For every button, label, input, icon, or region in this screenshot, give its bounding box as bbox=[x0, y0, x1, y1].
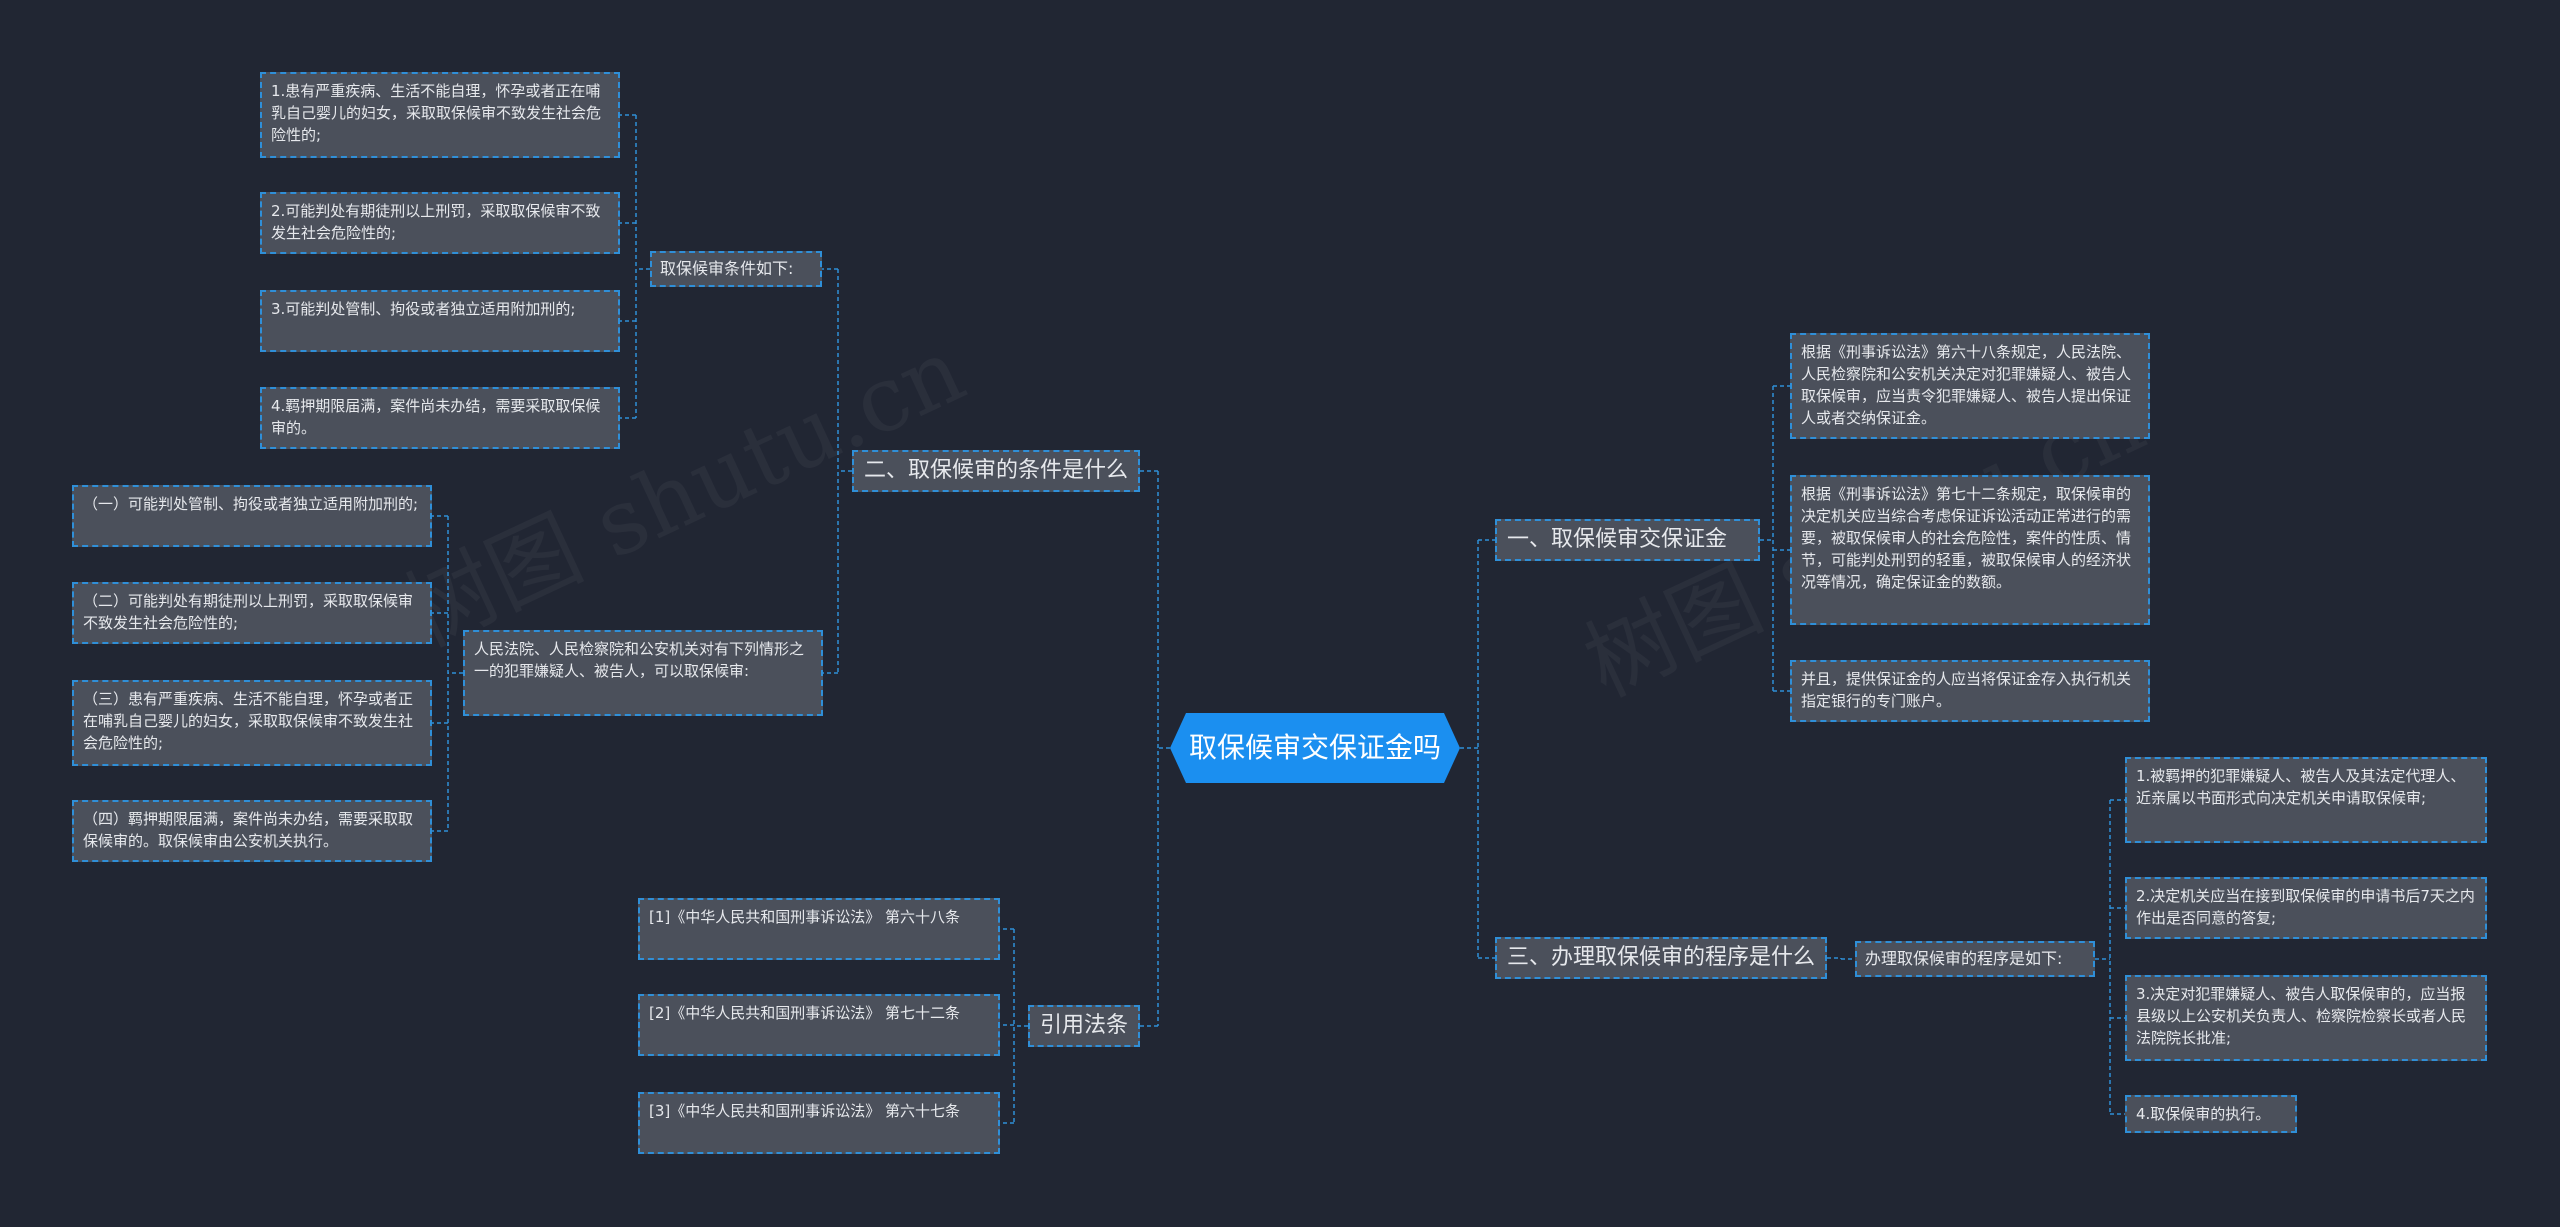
branch-3-sub[interactable]: 办理取保候审的程序是如下: bbox=[1855, 941, 2095, 977]
branch-1-item[interactable]: 根据《刑事诉讼法》第六十八条规定，人民法院、人民检察院和公安机关决定对犯罪嫌疑人… bbox=[1790, 333, 2150, 439]
branch-2-sub-2-item[interactable]: （三）患有严重疾病、生活不能自理，怀孕或者正在哺乳自己婴儿的妇女，采取取保候审不… bbox=[72, 680, 432, 766]
branch-3-item[interactable]: 4.取保候审的执行。 bbox=[2125, 1095, 2297, 1133]
law-citation-item[interactable]: [3]《中华人民共和国刑事诉讼法》 第六十七条 bbox=[638, 1092, 1000, 1154]
branch-2-sub-1-item[interactable]: 4.羁押期限届满，案件尚未办结，需要采取取保候审的。 bbox=[260, 387, 620, 449]
branch-2-sub-1-item[interactable]: 1.患有严重疾病、生活不能自理，怀孕或者正在哺乳自己婴儿的妇女，采取取保候审不致… bbox=[260, 72, 620, 158]
branch-3-item[interactable]: 3.决定对犯罪嫌疑人、被告人取保候审的，应当报县级以上公安机关负责人、检察院检察… bbox=[2125, 975, 2487, 1061]
branch-1-item[interactable]: 根据《刑事诉讼法》第七十二条规定，取保候审的决定机关应当综合考虑保证诉讼活动正常… bbox=[1790, 475, 2150, 625]
branch-2-sub-2-item[interactable]: （四）羁押期限届满，案件尚未办结，需要采取取保候审的。取保候审由公安机关执行。 bbox=[72, 800, 432, 862]
law-citation-item[interactable]: [1]《中华人民共和国刑事诉讼法》 第六十八条 bbox=[638, 898, 1000, 960]
branch-1-item[interactable]: 并且，提供保证金的人应当将保证金存入执行机关指定银行的专门账户。 bbox=[1790, 660, 2150, 722]
branch-2-sub-1-item[interactable]: 3.可能判处管制、拘役或者独立适用附加刑的; bbox=[260, 290, 620, 352]
branch-2-topic[interactable]: 二、取保候审的条件是什么 bbox=[852, 450, 1140, 492]
branch-2-sub-2-item[interactable]: （一）可能判处管制、拘役或者独立适用附加刑的; bbox=[72, 485, 432, 547]
branch-3-item[interactable]: 2.决定机关应当在接到取保候审的申请书后7天之内作出是否同意的答复; bbox=[2125, 877, 2487, 939]
branch-3-item[interactable]: 1.被羁押的犯罪嫌疑人、被告人及其法定代理人、近亲属以书面形式向决定机关申请取保… bbox=[2125, 757, 2487, 843]
root-topic[interactable]: 取保候审交保证金吗 bbox=[1170, 713, 1460, 783]
branch-3-topic[interactable]: 三、办理取保候审的程序是什么 bbox=[1495, 937, 1827, 979]
branch-2-sub-1-item[interactable]: 2.可能判处有期徒刑以上刑罚，采取取保候审不致发生社会危险性的; bbox=[260, 192, 620, 254]
law-citation-item[interactable]: [2]《中华人民共和国刑事诉讼法》 第七十二条 bbox=[638, 994, 1000, 1056]
branch-1-topic[interactable]: 一、取保候审交保证金吗 bbox=[1495, 519, 1760, 561]
branch-4-topic[interactable]: 引用法条 bbox=[1028, 1005, 1140, 1047]
branch-2-sub-2[interactable]: 人民法院、人民检察院和公安机关对有下列情形之一的犯罪嫌疑人、被告人，可以取保候审… bbox=[463, 630, 823, 716]
branch-2-sub-1[interactable]: 取保候审条件如下: bbox=[650, 251, 822, 287]
branch-2-sub-2-item[interactable]: （二）可能判处有期徒刑以上刑罚，采取取保候审不致发生社会危险性的; bbox=[72, 582, 432, 644]
